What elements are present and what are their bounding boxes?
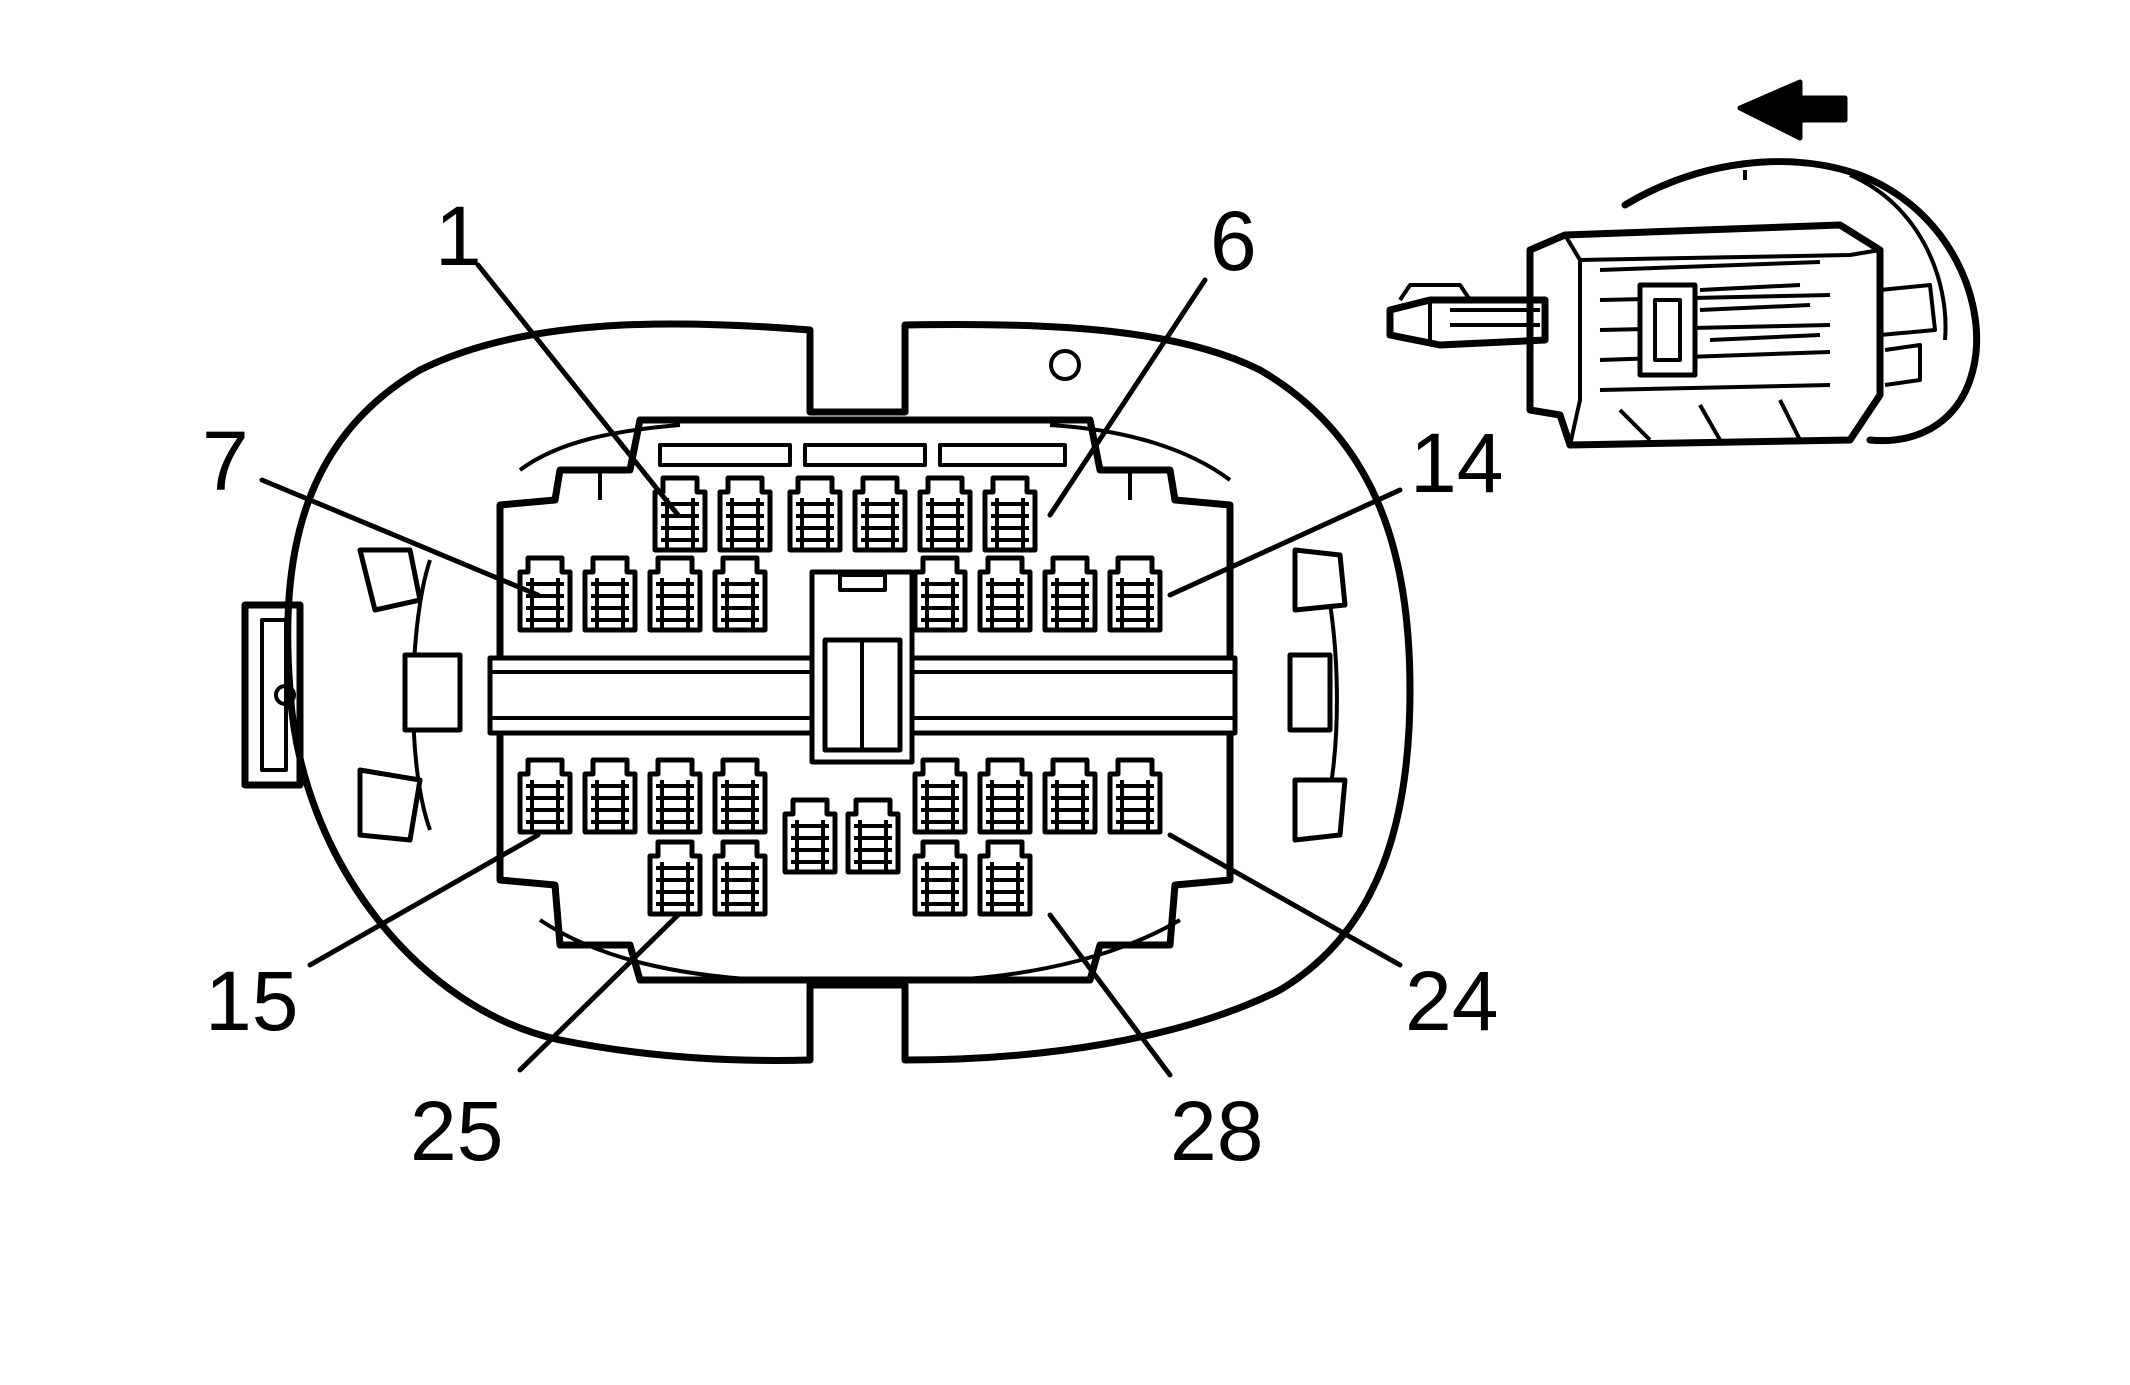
cavity-row-a-4 bbox=[852, 475, 908, 553]
cavity-row-b-6 bbox=[977, 555, 1033, 633]
cavity-row-a-3 bbox=[787, 475, 843, 553]
cavity-row-a-2 bbox=[717, 475, 773, 553]
cavity-row-b-2 bbox=[582, 555, 638, 633]
leader-pin-7 bbox=[259, 477, 541, 598]
leader-lines bbox=[259, 262, 1403, 1078]
cavity-row-b-7 bbox=[1042, 555, 1098, 633]
leader-pin-1 bbox=[475, 262, 681, 518]
cavity-row-b-5 bbox=[912, 555, 968, 633]
cavity-row-b-4 bbox=[712, 555, 768, 633]
leader-pin-6 bbox=[1047, 277, 1208, 518]
cavity-row-d-4 bbox=[977, 839, 1033, 917]
pin-label-15: 15 bbox=[205, 954, 298, 1048]
cavity-row-a-5 bbox=[917, 475, 973, 553]
cavity-row-c-1 bbox=[517, 757, 573, 835]
pin-label-14: 14 bbox=[1410, 416, 1503, 510]
pin-label-25: 25 bbox=[410, 1084, 503, 1178]
cavity-row-a-6 bbox=[982, 475, 1038, 553]
connector-inset-view bbox=[1386, 158, 1981, 449]
terminal-block bbox=[487, 416, 1238, 984]
arrow-left-icon bbox=[1737, 79, 1848, 141]
leader-pin-15 bbox=[307, 832, 541, 968]
cavity-row-c-3 bbox=[647, 757, 703, 835]
pin-label-24: 24 bbox=[1405, 954, 1498, 1048]
cavity-row-b-1 bbox=[517, 555, 573, 633]
pin-label-28: 28 bbox=[1170, 1084, 1263, 1178]
leader-pin-28 bbox=[1047, 912, 1173, 1078]
pin-label-1: 1 bbox=[435, 189, 482, 283]
cavity-row-b-8 bbox=[1107, 555, 1163, 633]
cavity-row-c-7 bbox=[1042, 757, 1098, 835]
cavity-row-d-1 bbox=[647, 839, 703, 917]
pin-label-6: 6 bbox=[1210, 194, 1257, 288]
pin-labels: 1 6 7 14 15 24 25 28 bbox=[202, 189, 1503, 1178]
cavity-row-c-2 bbox=[582, 757, 638, 835]
cavity-row-d-2 bbox=[712, 839, 768, 917]
pin-label-7: 7 bbox=[202, 414, 249, 508]
cavity-row-c-6 bbox=[977, 757, 1033, 835]
leader-pin-14 bbox=[1167, 487, 1403, 598]
leader-pin-25 bbox=[517, 912, 681, 1073]
connector-housing bbox=[241, 320, 1414, 1064]
leader-pin-24 bbox=[1167, 832, 1403, 968]
cavity-center-2 bbox=[845, 797, 901, 875]
cavity-row-d-3 bbox=[912, 839, 968, 917]
cavity-row-c-8 bbox=[1107, 757, 1163, 835]
cavity-row-c-4 bbox=[712, 757, 768, 835]
terminal-cavities bbox=[517, 475, 1163, 917]
cavity-center-1 bbox=[782, 797, 838, 875]
cavity-row-c-5 bbox=[912, 757, 968, 835]
cavity-row-b-3 bbox=[647, 555, 703, 633]
